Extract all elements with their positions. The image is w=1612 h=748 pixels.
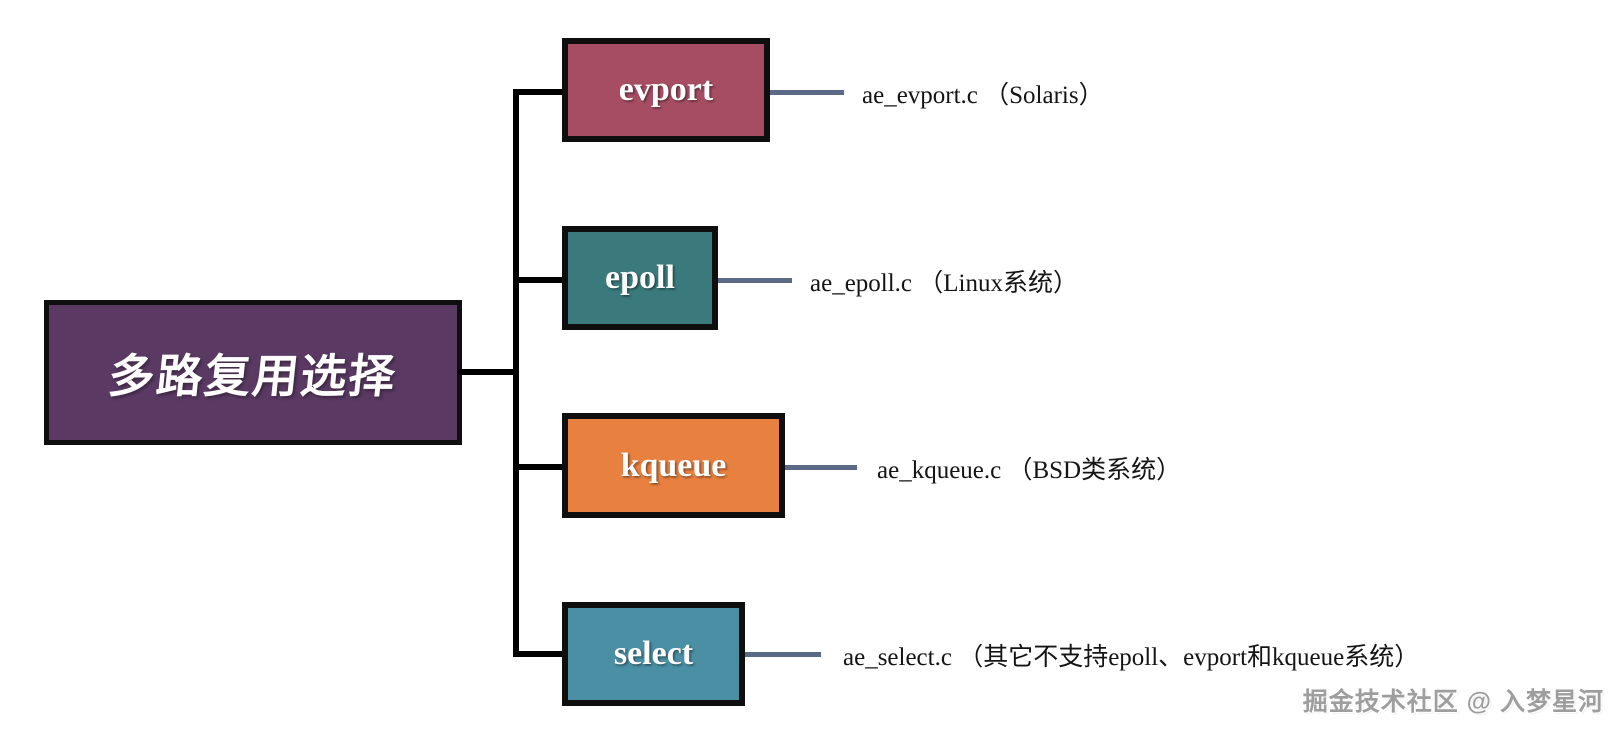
epoll-branch-line [513, 277, 568, 283]
kqueue-node-label: kqueue [620, 446, 727, 484]
select-node-label: select [613, 635, 694, 672]
evport-node: evport [562, 38, 770, 142]
epoll-annotation-line [718, 278, 792, 283]
select-node: select [562, 602, 745, 706]
kqueue-annotation-line [785, 465, 857, 470]
tree-trunk-line [513, 89, 519, 657]
epoll-node-label: epoll [605, 259, 675, 296]
select-branch-line [513, 651, 568, 657]
kqueue-branch-line [513, 464, 568, 470]
select-annotation-line [745, 652, 821, 657]
evport-annotation-line [770, 90, 844, 95]
root-connector-line [457, 369, 513, 375]
watermark: 掘金技术社区 @ 入梦星河 [1302, 688, 1604, 716]
select-annotation: ae_select.c （其它不支持epoll、evport和kqueue系统） [843, 644, 1420, 671]
epoll-node: epoll [562, 226, 718, 330]
root-node-label: 多路复用选择 [105, 349, 400, 402]
root-node-multiplexing: 多路复用选择 [44, 300, 462, 445]
kqueue-annotation: ae_kqueue.c （BSD类系统） [877, 457, 1182, 484]
evport-node-label: evport [618, 71, 714, 108]
evport-annotation: ae_evport.c （Solaris） [862, 82, 1104, 109]
evport-branch-line [513, 89, 568, 95]
kqueue-node: kqueue [562, 413, 785, 518]
epoll-annotation: ae_epoll.c （Linux系统） [810, 270, 1078, 297]
